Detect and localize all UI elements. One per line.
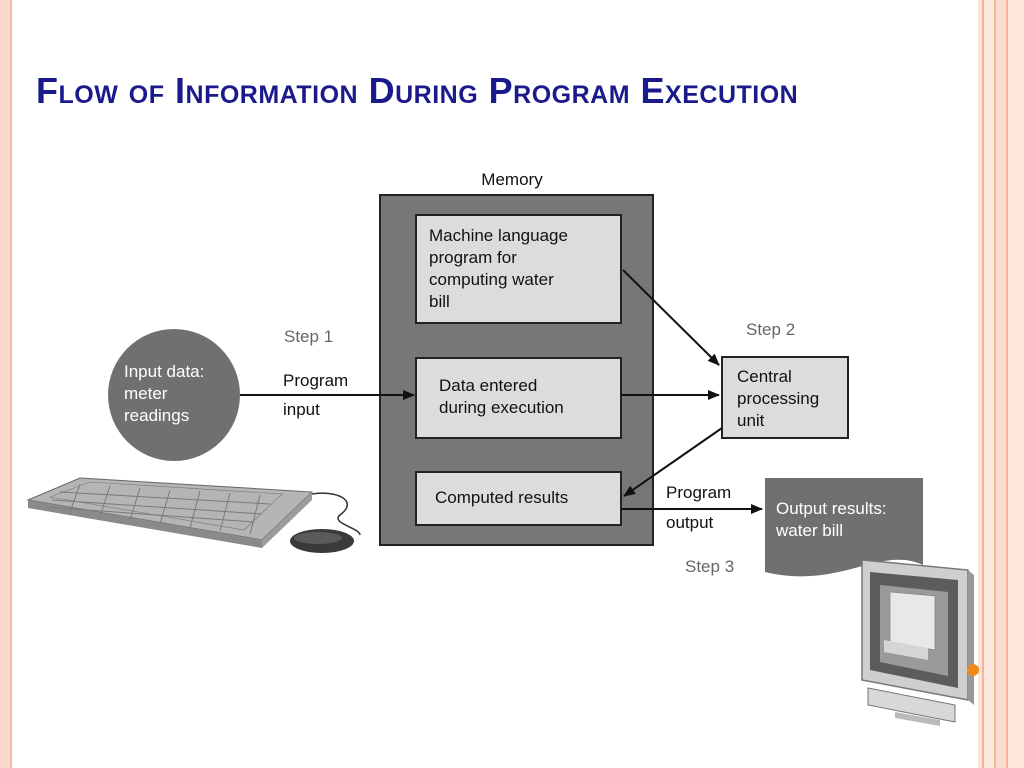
machine-program-line-1: Machine language [429, 226, 568, 245]
mouse-icon [290, 492, 361, 553]
slide-title: Flow of Information During Program Execu… [36, 70, 799, 111]
machine-program-line-2: program for [429, 248, 517, 267]
arrow-cpu-to-results [623, 427, 723, 497]
cpu-line-1: Central [737, 367, 792, 386]
cpu-box [721, 356, 849, 439]
cpu-line-2: processing [737, 389, 819, 408]
keyboard-icon [26, 477, 314, 548]
step2-label: Step 2 [746, 320, 795, 339]
computed-results-box [415, 471, 622, 526]
memory-label: Memory [481, 170, 543, 189]
arrow-program-to-cpu [622, 269, 720, 366]
slide-right-border [978, 0, 1024, 768]
program-input-line-2: input [283, 400, 320, 419]
program-output-line-1: Program [666, 483, 731, 502]
program-output-line-2: output [666, 513, 714, 532]
output-results-line-2: water bill [775, 521, 843, 540]
input-data-line-1: Input data: [124, 362, 204, 381]
slide-left-border [0, 0, 12, 768]
machine-program-box [415, 214, 622, 324]
step3-label: Step 3 [685, 557, 734, 576]
program-input-line-1: Program [283, 371, 348, 390]
cpu-line-3: unit [737, 411, 765, 430]
machine-program-line-3: computing water [429, 270, 554, 289]
computed-results-label: Computed results [435, 488, 568, 507]
input-data-circle [108, 329, 240, 461]
output-results-line-1: Output results: [776, 499, 887, 518]
input-data-line-2: meter [124, 384, 168, 403]
step1-label: Step 1 [284, 327, 333, 346]
input-data-line-3: readings [124, 406, 189, 425]
data-entered-line-2: during execution [439, 398, 564, 417]
machine-program-line-4: bill [429, 292, 450, 311]
computer-monitor-icon [861, 559, 979, 726]
data-entered-line-1: Data entered [439, 376, 537, 395]
output-results-shape [765, 478, 923, 577]
data-entered-box [415, 357, 622, 439]
